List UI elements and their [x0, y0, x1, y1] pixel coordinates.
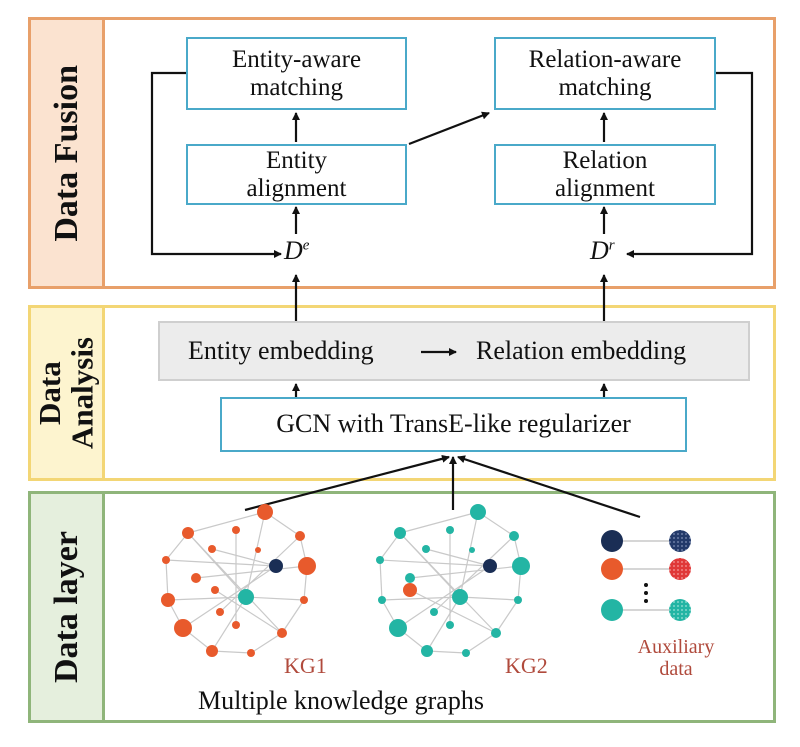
arrow-entity-alignment-to-relation-matching	[408, 111, 490, 146]
auxiliary-data-label: Auxiliary data	[637, 636, 715, 680]
dr-symbol: Dr	[590, 236, 615, 265]
arrow-relation-matching-feedback	[626, 71, 754, 258]
kg1-graph	[161, 504, 316, 657]
kg2-label: KG2	[505, 653, 548, 678]
data-layer-label-band: Data layer	[31, 494, 105, 720]
arrow-kg1-to-gcn	[244, 454, 450, 512]
entity-alignment-box: Entity alignment	[186, 144, 407, 205]
kg1-label: KG1	[284, 653, 327, 678]
data-layer-panel	[28, 491, 776, 723]
auxiliary-data-pairs	[601, 530, 691, 621]
data-fusion-panel	[28, 17, 776, 289]
gcn-box: GCN with TransE-like regularizer	[220, 397, 687, 452]
relation-embedding-label: Relation embedding	[476, 336, 687, 365]
entity-embedding-label: Entity embedding	[188, 336, 374, 365]
relation-aware-matching-box: Relation-aware matching	[494, 37, 716, 110]
data-analysis-panel	[28, 305, 776, 481]
data-analysis-label-band: Data Analysis	[31, 308, 105, 478]
de-symbol: De	[284, 236, 310, 265]
data-fusion-label-band: Data Fusion	[31, 20, 105, 286]
arrow-entity-matching-feedback	[150, 71, 282, 258]
entity-aware-matching-box: Entity-aware matching	[186, 37, 407, 110]
arrow-aux-to-gcn	[457, 455, 641, 519]
multiple-knowledge-graphs-caption: Multiple knowledge graphs	[198, 686, 484, 715]
kg2-graph	[376, 504, 530, 657]
relation-alignment-box: Relation alignment	[494, 144, 716, 205]
